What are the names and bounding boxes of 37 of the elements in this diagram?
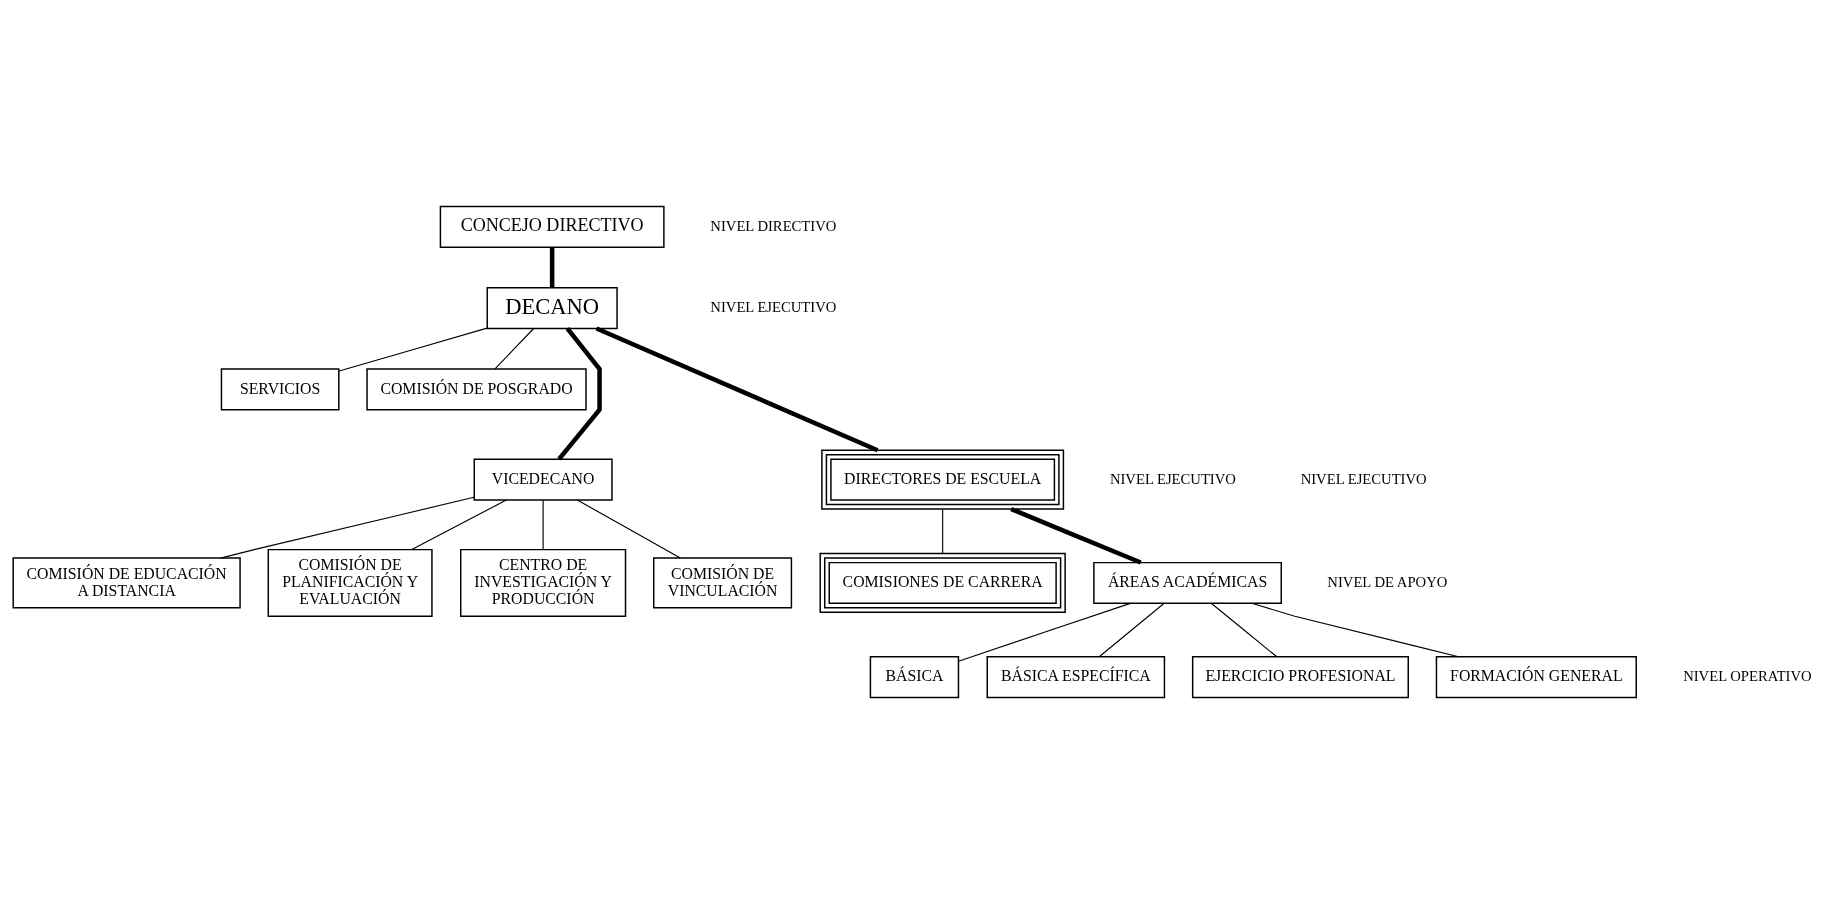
label: NIVEL OPERATIVO [1683, 668, 1812, 685]
node-box: CENTRO DE INVESTIGACIÓN Y PRODUCCIÓN [460, 548, 627, 617]
connector [557, 327, 602, 461]
connector [542, 499, 544, 550]
node-box: BÁSICA ESPECÍFICA [986, 656, 1166, 699]
connector [1098, 603, 1165, 658]
connector [1210, 603, 1278, 658]
connector [1251, 602, 1460, 658]
connector [338, 327, 488, 372]
connector [549, 247, 555, 288]
node-box: BÁSICA [869, 656, 960, 699]
connector [942, 508, 944, 554]
label: NIVEL EJECUTIVO [1109, 470, 1236, 487]
connector [494, 328, 534, 370]
label: NIVEL EJECUTIVO [710, 298, 837, 315]
node-box: COMISIÓN DE VINCULACIÓN [653, 557, 793, 609]
label: NIVEL EJECUTIVO [1300, 470, 1427, 487]
node-box: VICEDECANO [473, 458, 613, 501]
connector [220, 496, 475, 559]
node-box: COMISIÓN DE PLANIFICACIÓN Y EVALUACIÓN [267, 548, 433, 617]
connector [1010, 506, 1142, 565]
connector [958, 602, 1131, 662]
node-box: SERVICIOS [220, 368, 340, 411]
node-box: FORMACIÓN GENERAL [1435, 656, 1637, 699]
node-box: CONCEJO DIRECTIVO [439, 205, 665, 248]
connector [595, 326, 879, 453]
label: NIVEL DIRECTIVO [710, 217, 837, 234]
node-box: COMISIÓN DE EDUCACIÓN A DISTANCIA [12, 557, 241, 609]
label: NIVEL DE APOYO [1327, 573, 1448, 590]
connector [576, 499, 681, 559]
node-box: DECANO [486, 287, 618, 330]
node-box: COMISIONES DE CARRERA [819, 552, 1066, 613]
node-box: EJERCICIO PROFESIONAL [1191, 656, 1409, 699]
node-box: COMISIÓN DE POSGRADO [366, 368, 587, 411]
node-box: ÁREAS ACADÉMICAS [1093, 561, 1282, 604]
connector [411, 499, 507, 551]
node-box: DIRECTORES DE ESCUELA [821, 449, 1065, 510]
